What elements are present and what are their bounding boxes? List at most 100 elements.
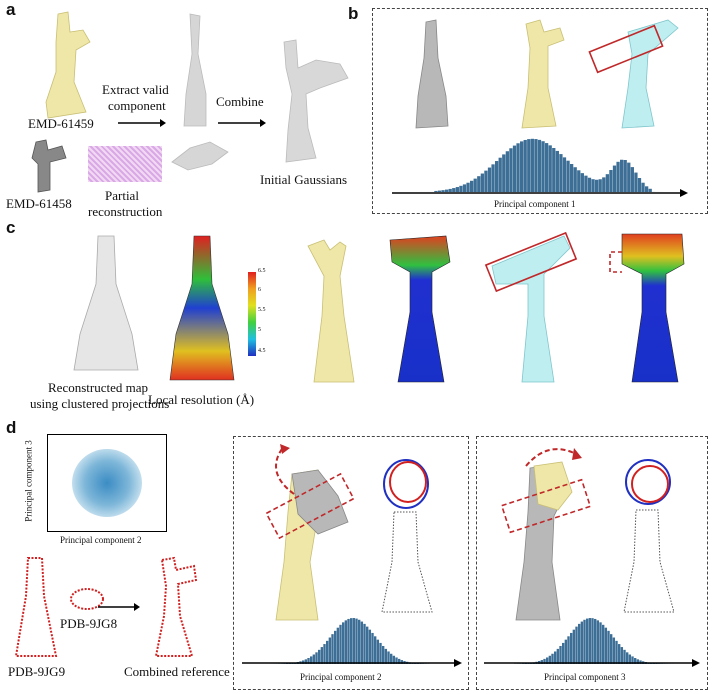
histogram-bar — [607, 630, 610, 664]
label-pdb-9jg8: PDB-9JG8 — [60, 616, 118, 631]
histogram-bar — [395, 657, 398, 664]
histogram-bar — [448, 188, 452, 192]
histogram-bar — [588, 618, 592, 664]
pc3-rotation-arrow — [525, 448, 582, 467]
histogram-bar — [368, 629, 372, 664]
histogram-bar — [577, 170, 581, 192]
combined-reference-structure — [154, 556, 198, 657]
axis-arrow-pc3 — [484, 659, 700, 667]
histogram-bar — [358, 619, 361, 664]
label-partial: Partial — [105, 188, 139, 203]
histogram-bar — [570, 164, 574, 192]
histogram-bar — [387, 651, 390, 664]
histogram-bar — [318, 649, 321, 664]
histogram-bar — [342, 622, 345, 664]
colorbar-tick-4: 4.5 — [258, 348, 266, 354]
histogram-bar — [556, 648, 560, 664]
label-initial-gaussians: Initial Gaussians — [260, 172, 348, 187]
panel-b-frame — [372, 8, 708, 214]
colorbar-tick-3: 5 — [258, 327, 261, 333]
map-emd-61459 — [45, 11, 91, 119]
histogram-bar — [562, 157, 567, 192]
histogram-bar — [541, 141, 545, 192]
histogram-bar — [320, 647, 324, 664]
label-emd-61459: EMD-61459 — [28, 116, 94, 131]
histogram-bar — [302, 660, 305, 664]
histogram-bar — [615, 640, 618, 664]
histogram-bar — [363, 623, 366, 664]
histogram-bar — [352, 618, 356, 664]
histogram-bar — [575, 626, 578, 664]
cyan-local-res-map — [621, 233, 685, 383]
histogram-bar — [398, 658, 401, 664]
histogram-bar — [384, 648, 388, 664]
pdb-9jg8-structure — [70, 588, 104, 610]
colorbar-tick-2: 5.5 — [258, 307, 266, 313]
histogram-bar — [523, 139, 527, 192]
histogram-bar — [637, 178, 642, 192]
yellow-local-res-map — [389, 235, 451, 383]
histogram-bar — [509, 148, 513, 192]
pc2-red-box — [265, 472, 355, 540]
histogram-bar — [559, 154, 563, 192]
panel-d-pc2-frame — [233, 436, 469, 690]
histogram-bar — [390, 653, 393, 664]
red-box-c — [484, 231, 578, 293]
histogram-bar — [546, 657, 549, 664]
histogram-bar — [516, 143, 520, 192]
label-reconstructed-2: using clustered projections — [30, 396, 170, 411]
histogram-bar — [537, 139, 542, 192]
histogram-bar — [323, 644, 326, 664]
histogram-bar — [620, 159, 624, 192]
histogram-bar — [594, 618, 597, 664]
histogram-bar — [473, 178, 477, 192]
histogram-bar — [480, 173, 484, 192]
scatter-plot — [47, 434, 167, 532]
histogram-bar — [512, 145, 517, 192]
histogram-bar — [583, 619, 586, 664]
partial-reconstruction-image — [88, 146, 162, 182]
histogram-bar — [441, 190, 445, 192]
histogram-bar — [505, 151, 509, 192]
histogram-bar — [445, 189, 449, 192]
grey-map-b — [415, 19, 449, 129]
histogram-bar — [416, 663, 420, 664]
histogram-bar — [605, 174, 609, 192]
histogram-bar — [502, 154, 506, 192]
histogram-bar — [371, 632, 374, 664]
panel-letter-a: a — [6, 0, 16, 19]
histogram-bar — [452, 188, 456, 192]
histogram-bar — [562, 642, 565, 664]
histogram-bar — [307, 658, 310, 664]
histogram-bar — [567, 636, 570, 664]
histogram-bar — [641, 182, 645, 192]
arrow-combine — [218, 119, 266, 127]
histogram-bar — [595, 179, 599, 192]
pc2-ribbon-model — [381, 459, 433, 613]
histogram-bar — [334, 630, 337, 664]
histogram-bar — [376, 639, 380, 664]
histogram-bar — [310, 656, 313, 664]
histogram-bar — [336, 627, 340, 664]
histogram-bar — [350, 618, 353, 664]
histogram-bar — [477, 176, 481, 192]
histogram-bar — [543, 658, 546, 664]
colorbar-tick-0: 6.5 — [258, 268, 266, 274]
histogram-bar — [328, 637, 332, 664]
histogram-bar — [628, 654, 632, 664]
histogram-bar — [618, 644, 621, 664]
histogram-bar — [534, 139, 538, 192]
map-emd-61458 — [31, 139, 67, 193]
reconstructed-map — [73, 235, 139, 371]
histogram-bar — [437, 190, 442, 192]
cyan-map-b — [621, 19, 679, 129]
histogram-bar — [599, 622, 602, 664]
yellow-map-b — [521, 19, 565, 129]
label-combine: Combine — [216, 94, 264, 109]
histogram-bar — [639, 660, 642, 664]
valid-component-map — [183, 13, 207, 127]
histogram-bar — [551, 653, 554, 664]
cyan-map-c — [491, 235, 571, 383]
scatter-ylabel: Principal component 3 — [23, 440, 34, 522]
histogram-bar — [360, 621, 364, 664]
